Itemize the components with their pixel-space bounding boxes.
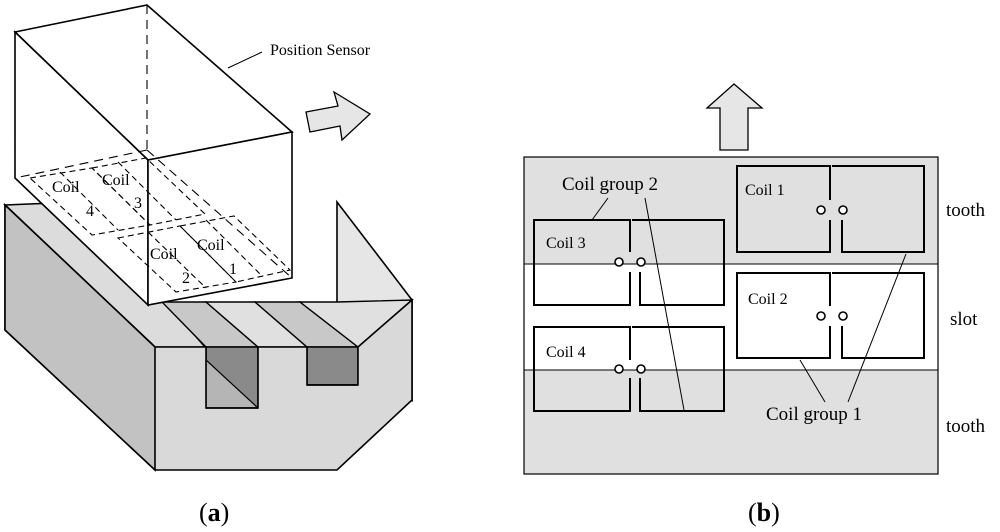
coil-4-word: Coil xyxy=(52,179,80,196)
slot-region xyxy=(524,264,938,370)
coil-2-number: 2 xyxy=(182,270,190,287)
coil-3 xyxy=(533,219,725,306)
coil-1 xyxy=(736,165,925,253)
group-1-leader-a xyxy=(799,359,826,403)
coil-2-label: Coil 2 xyxy=(748,291,788,308)
slot-2-back xyxy=(306,346,359,386)
group-2-leader-b xyxy=(644,197,685,411)
coil-4-number: 4 xyxy=(86,203,94,220)
tooth-region-bottom xyxy=(524,370,938,474)
arrow-up-icon xyxy=(705,83,764,151)
sensor-leader-line xyxy=(227,51,263,69)
coil-4 xyxy=(533,326,725,412)
coil-4-label: Coil 4 xyxy=(546,344,586,361)
coil-group-1-label: Coil group 1 xyxy=(766,404,862,425)
coil-1-label: Coil 1 xyxy=(745,182,785,199)
sensor-hidden-edges xyxy=(14,5,293,279)
tooth-region-top xyxy=(524,157,938,264)
coil-group-2-label: Coil group 2 xyxy=(562,174,658,195)
coil-2-word: Coil xyxy=(150,246,178,263)
panel-b-frame xyxy=(523,156,939,475)
group-1-leader-b xyxy=(847,253,907,403)
region-label-tooth-top: tooth xyxy=(946,200,986,221)
coil-3-label: Coil 3 xyxy=(546,235,586,252)
coil-3-number: 3 xyxy=(134,195,142,212)
coil-3-word: Coil xyxy=(102,172,130,189)
panel-b: Coil 1 Coil 2 Coil 3 Coil 4 Coil group 2… xyxy=(523,83,986,527)
coil-1-number: 1 xyxy=(229,261,237,278)
arrow-right-icon xyxy=(305,90,372,142)
caption-a: (a) xyxy=(199,498,229,527)
caption-b: (b) xyxy=(748,498,780,527)
sensor-label: Position Sensor xyxy=(270,42,371,59)
coil-2 xyxy=(736,272,925,359)
region-label-slot: slot xyxy=(950,309,978,330)
base-left-face xyxy=(4,203,156,472)
coil-footprints xyxy=(28,157,292,293)
coil-1-word: Coil xyxy=(197,237,225,254)
panel-a: Coil 4 Coil 3 Coil 2 Coil 1 Position Sen… xyxy=(3,4,414,527)
region-label-tooth-bottom: tooth xyxy=(946,416,986,437)
group-2-leader-a xyxy=(591,197,609,221)
